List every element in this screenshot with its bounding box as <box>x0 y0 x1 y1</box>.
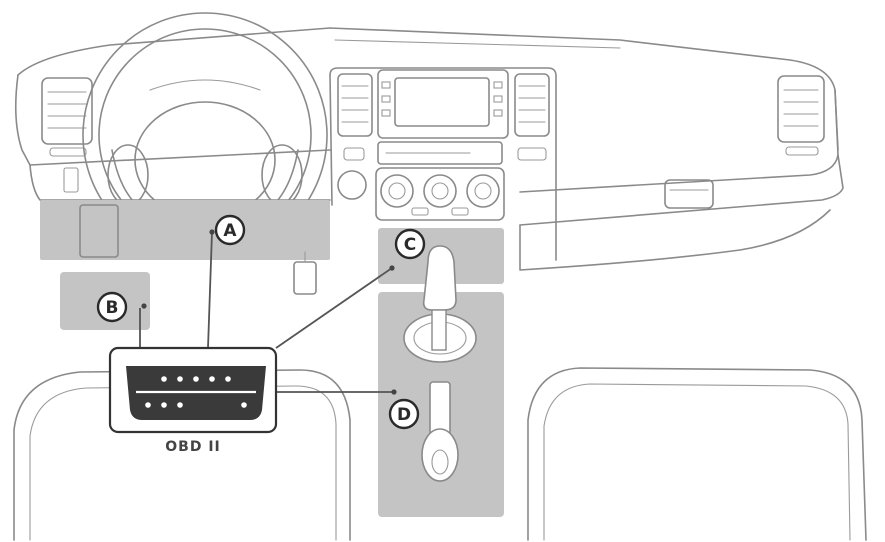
svg-text:D: D <box>397 405 411 425</box>
badge-a: A <box>214 214 246 246</box>
seats <box>13 367 867 541</box>
left-air-vent <box>41 77 93 157</box>
bottom-pin-row <box>145 402 247 408</box>
obd-connector-callout: OBD II <box>108 346 278 455</box>
right-air-vent <box>777 75 825 156</box>
badge-d: D <box>388 398 420 430</box>
center-stack <box>329 67 557 261</box>
badge-b: B <box>96 291 128 323</box>
obd-caption: OBD II <box>165 439 221 455</box>
svg-text:C: C <box>404 235 416 255</box>
gear-shifter <box>403 245 477 363</box>
svg-text:A: A <box>223 221 237 241</box>
dashboard-outline <box>14 27 844 271</box>
leader-lines <box>139 229 397 395</box>
glove-box <box>664 179 714 209</box>
parking-brake <box>421 381 459 482</box>
top-pin-row <box>161 376 231 382</box>
svg-text:B: B <box>106 298 119 318</box>
badge-c: C <box>394 228 426 260</box>
